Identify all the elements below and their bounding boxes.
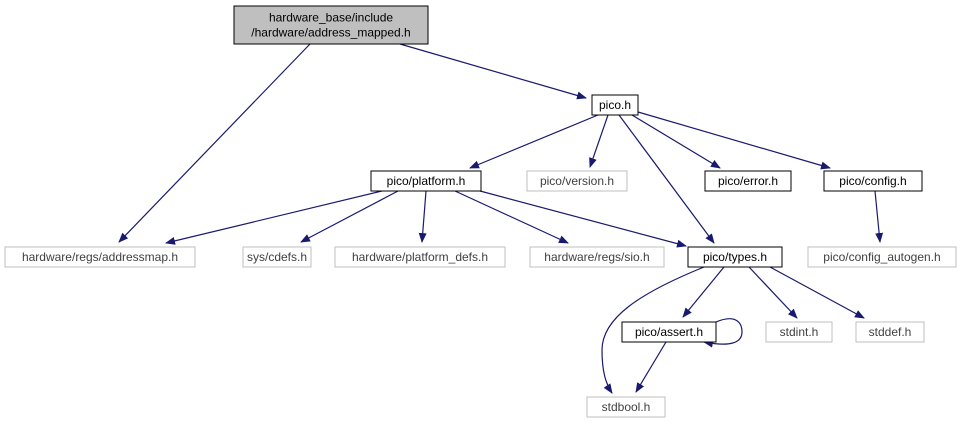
- edges-layer: [118, 43, 884, 394]
- edge-platform-to-sio: [454, 190, 569, 244]
- node-label: pico/config.h: [839, 174, 906, 188]
- node-label: hardware/regs/addressmap.h: [22, 250, 178, 264]
- node-box: [529, 246, 665, 268]
- node-version: pico/version.h: [526, 170, 628, 192]
- node-addressmap: hardware/regs/addressmap.h: [4, 246, 196, 268]
- node-box: [765, 321, 833, 343]
- node-error[interactable]: pico/error.h: [704, 170, 792, 192]
- node-platform[interactable]: pico/platform.h: [370, 170, 482, 192]
- edge-assert-to-assert: [703, 318, 743, 348]
- node-label: hardware/regs/sio.h: [544, 250, 649, 264]
- node-box: [687, 246, 783, 268]
- node-label: hardware/platform_defs.h: [352, 250, 488, 264]
- node-config-autogen: pico/config_autogen.h: [807, 246, 957, 268]
- node-assert[interactable]: pico/assert.h: [621, 321, 717, 343]
- node-platform-defs: hardware/platform_defs.h: [334, 246, 506, 268]
- edge-types-to-stdint: [748, 266, 798, 319]
- node-root[interactable]: hardware_base/include/hardware/address_m…: [233, 5, 429, 45]
- node-types[interactable]: pico/types.h: [687, 246, 783, 268]
- node-box: [621, 321, 717, 343]
- edge-pico-to-version: [589, 114, 609, 168]
- node-label: pico/assert.h: [635, 325, 703, 339]
- node-label: stddef.h: [869, 325, 912, 339]
- node-box: [704, 170, 792, 192]
- edge-platform-to-addressmap: [165, 190, 383, 245]
- edge-types-to-stdbool: [601, 266, 705, 394]
- nodes-layer: hardware_base/include/hardware/address_m…: [4, 5, 957, 418]
- node-stdbool: stdbool.h: [586, 396, 666, 418]
- edge-types-to-assert: [682, 266, 725, 318]
- node-box: [242, 246, 312, 268]
- node-box: [586, 396, 666, 418]
- node-label: pico/error.h: [718, 174, 778, 188]
- node-box: [526, 170, 628, 192]
- node-label: hardware_base/include: [269, 11, 393, 25]
- edge-root-to-addressmap: [118, 43, 311, 243]
- edge-root-to-pico: [399, 43, 587, 100]
- node-stdint: stdint.h: [765, 321, 833, 343]
- node-config[interactable]: pico/config.h: [823, 170, 923, 192]
- edge-config-to-config_autogen: [874, 190, 884, 243]
- node-pico[interactable]: pico.h: [591, 94, 639, 116]
- node-label: pico/platform.h: [387, 174, 466, 188]
- node-label: pico/config_autogen.h: [823, 250, 940, 264]
- edge-platform-to-types: [479, 190, 687, 248]
- node-box: [370, 170, 482, 192]
- edge-pico-to-config: [637, 111, 831, 170]
- node-label: stdbool.h: [602, 400, 651, 414]
- node-stddef: stddef.h: [855, 321, 925, 343]
- node-label: pico/version.h: [540, 174, 614, 188]
- edge-platform-to-cdefs: [300, 190, 399, 243]
- edge-platform-to-platform_defs: [418, 190, 427, 243]
- edge-pico-to-error: [631, 114, 721, 169]
- node-box: [4, 246, 196, 268]
- node-box: [807, 246, 957, 268]
- edge-assert-to-stdbool: [635, 341, 667, 393]
- node-label: stdint.h: [780, 325, 819, 339]
- node-box: [334, 246, 506, 268]
- edge-pico-to-types: [618, 114, 715, 244]
- edge-pico-to-platform: [469, 114, 599, 169]
- node-label: /hardware/address_mapped.h: [251, 26, 410, 40]
- node-box: [823, 170, 923, 192]
- node-box: [591, 94, 639, 116]
- node-box: [855, 321, 925, 343]
- node-label: pico.h: [599, 98, 631, 112]
- node-label: sys/cdefs.h: [247, 250, 307, 264]
- node-cdefs: sys/cdefs.h: [242, 246, 312, 268]
- node-label: pico/types.h: [703, 250, 767, 264]
- node-sio: hardware/regs/sio.h: [529, 246, 665, 268]
- edge-types-to-stddef: [769, 266, 865, 319]
- node-box: [233, 5, 429, 45]
